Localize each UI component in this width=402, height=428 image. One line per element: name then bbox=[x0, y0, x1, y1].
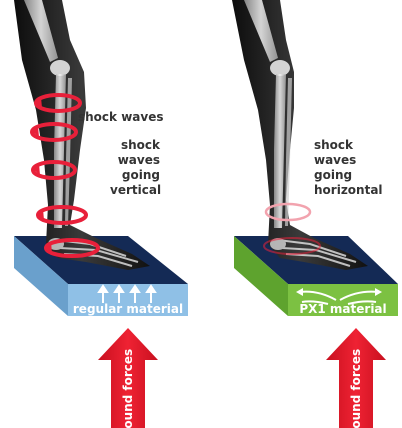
shock-waves-going-horizontal-label: shock waves going horizontal bbox=[314, 138, 383, 198]
right-ground-forces-label: ground forces bbox=[349, 349, 363, 428]
regular-material-label: regular material bbox=[73, 302, 183, 316]
horizontal-line-1: shock bbox=[314, 138, 383, 153]
left-panel bbox=[14, 0, 188, 428]
vertical-line-4: vertical bbox=[110, 183, 160, 198]
right-leg bbox=[232, 0, 368, 270]
left-ground-forces-label: ground forces bbox=[121, 349, 135, 428]
right-panel bbox=[232, 0, 398, 428]
horizontal-line-4: horizontal bbox=[314, 183, 383, 198]
horizontal-line-2: waves bbox=[314, 153, 383, 168]
shock-waves-going-vertical-label: shock waves going vertical bbox=[110, 138, 160, 198]
left-knee-bone bbox=[50, 60, 70, 76]
right-leg-silhouette bbox=[232, 0, 368, 270]
px1-material-label: PX1 material bbox=[299, 302, 386, 316]
right-knee-bone bbox=[270, 60, 290, 76]
vertical-line-3: going bbox=[110, 168, 160, 183]
shock-waves-label: shock waves bbox=[78, 110, 164, 125]
vertical-line-1: shock bbox=[110, 138, 160, 153]
vertical-line-2: waves bbox=[110, 153, 160, 168]
horizontal-line-3: going bbox=[314, 168, 383, 183]
